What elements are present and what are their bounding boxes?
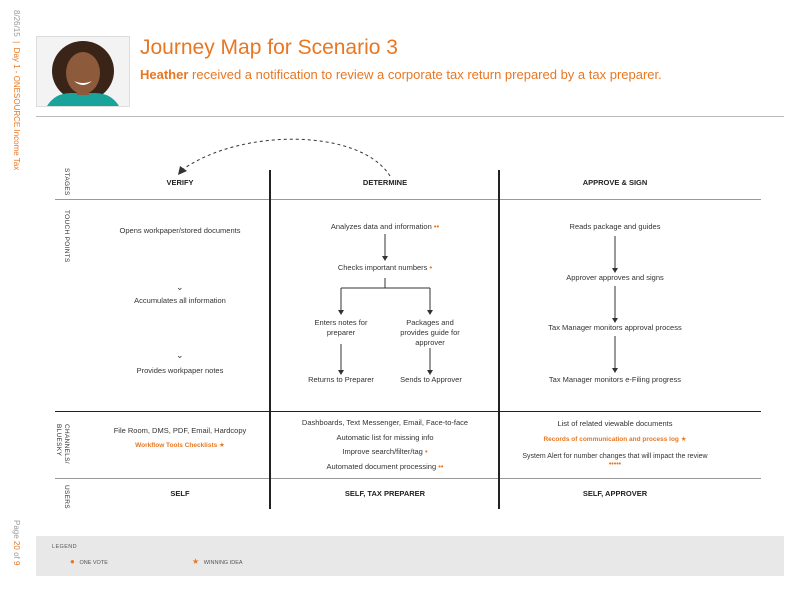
verify-channel-tool-label: Workflow Tools Checklists	[135, 442, 218, 449]
approve-channel-1: List of related viewable documents	[557, 419, 673, 428]
page-num: 20	[12, 540, 21, 550]
stage-approve-sign: APPROVE & SIGN	[582, 178, 648, 187]
arrow-down-icon: ⌄	[176, 282, 184, 292]
page-number: Page 20 of 9	[12, 520, 21, 565]
star-icon: ★	[680, 436, 687, 443]
verify-touch-2: Accumulates all information	[134, 296, 226, 305]
meta-date-section: 8/26/15 | Day 1 - ONESOURCE Income Tax	[12, 10, 21, 171]
verify-touch-3: Provides workpaper notes	[136, 366, 224, 375]
approve-channel-2-label: Records of communication and process log	[543, 436, 679, 443]
determine-users: SELF, TAX PREPARER	[344, 489, 426, 498]
determine-touch-1-label: Analyzes data and information	[330, 222, 432, 231]
vote-dots-icon: ••	[433, 222, 440, 231]
channels-divider	[55, 478, 761, 479]
row-label-stages: STAGES	[63, 168, 70, 196]
determine-touch-6: Sends to Approver	[400, 375, 462, 384]
verify-channel-tool: Workflow Tools Checklists ★	[90, 441, 270, 449]
vote-dots-icon: •••••	[608, 461, 622, 468]
legend-title: LEGEND	[52, 544, 78, 550]
determine-channel-1: Dashboards, Text Messenger, Email, Face-…	[301, 418, 469, 427]
approve-channel-3: System Alert for number changes that wil…	[522, 453, 708, 460]
vote-dot-icon: •	[429, 263, 433, 272]
vote-dot-icon: ●	[70, 557, 75, 566]
approve-touch-3: Tax Manager monitors approval process	[548, 323, 682, 332]
legend: LEGEND ● ONE VOTE ★ WINNING IDEA	[36, 536, 784, 576]
determine-channel-2: Automatic list for missing info	[336, 433, 434, 442]
stage-determine: DETERMINE	[362, 178, 408, 187]
legend-winning-idea-label: WINNING IDEA	[203, 560, 243, 566]
legend-winning-idea: ★ WINNING IDEA	[192, 557, 243, 566]
page-label: Page	[12, 520, 21, 539]
approve-channel-2: Records of communication and process log…	[500, 435, 730, 443]
determine-channel-4-label: Automated document processing	[326, 462, 437, 471]
touch-points-divider	[55, 411, 761, 412]
column-divider-2	[498, 170, 500, 509]
stage-verify: VERIFY	[166, 178, 194, 187]
stages-divider	[55, 199, 761, 200]
row-label-channels: CHANNELS/ BLUESKY	[55, 424, 70, 464]
row-label-touch-points: TOUCH POINTS	[63, 210, 70, 263]
approve-touch-2: Approver approves and signs	[566, 273, 664, 282]
approve-touch-1: Reads package and guides	[569, 222, 661, 231]
column-divider-1	[269, 170, 271, 509]
legend-one-vote: ● ONE VOTE	[70, 557, 108, 566]
page-subtitle: Heather received a notification to revie…	[140, 67, 662, 82]
page-of: of	[12, 552, 21, 559]
vote-dots-icon: ••	[438, 462, 444, 471]
determine-channel-3: Improve search/filter/tag •	[271, 447, 499, 456]
determine-touch-1: Analyzes data and information ••	[271, 222, 499, 231]
row-label-users: USERS	[63, 485, 70, 509]
approve-flow-lines	[612, 236, 618, 373]
determine-touch-2-label: Checks important numbers	[337, 263, 428, 272]
determine-touch-5: Returns to Preparer	[308, 375, 374, 384]
determine-touch-4: Packages and provides guide for approver	[400, 318, 460, 347]
star-icon: ★	[192, 557, 200, 566]
persona-photo	[36, 36, 130, 107]
determine-touch-3: Enters notes for preparer	[314, 318, 368, 337]
approve-users: SELF, APPROVER	[582, 489, 648, 498]
determine-channel-3-label: Improve search/filter/tag	[342, 447, 423, 456]
loop-back-arrow	[178, 138, 391, 177]
star-icon: ★	[219, 442, 225, 449]
page-total: 9	[12, 560, 21, 566]
determine-channel-4: Automated document processing ••	[271, 462, 499, 471]
verify-users: SELF	[170, 489, 190, 498]
header-divider	[36, 116, 784, 117]
meta-date: 8/26/15	[12, 10, 21, 37]
approve-touch-4: Tax Manager monitors e-Filing progress	[548, 375, 682, 384]
determine-touch-2: Checks important numbers •	[271, 263, 499, 272]
page-title: Journey Map for Scenario 3	[140, 36, 398, 59]
determine-flow-lines	[338, 234, 433, 375]
arrow-down-icon: ⌄	[176, 350, 184, 360]
legend-one-vote-label: ONE VOTE	[79, 560, 108, 566]
verify-channel: File Room, DMS, PDF, Email, Hardcopy	[113, 426, 247, 435]
vote-dot-icon: •	[424, 447, 428, 456]
scenario-description: received a notification to review a corp…	[192, 67, 662, 82]
persona-name: Heather	[140, 67, 189, 82]
persona-avatar-icon	[37, 37, 129, 106]
verify-touch-1: Opens workpaper/stored documents	[119, 226, 241, 235]
meta-section: Day 1 - ONESOURCE Income Tax	[12, 47, 21, 171]
